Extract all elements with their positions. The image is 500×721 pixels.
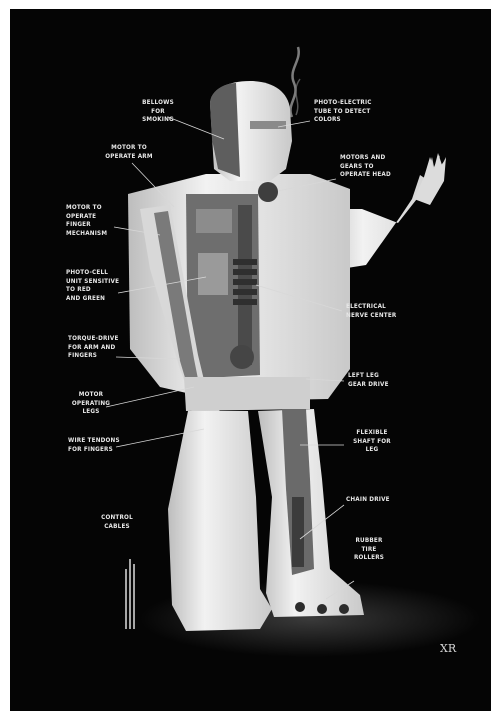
left-leg: [168, 411, 272, 631]
label-flexible-shaft: FLEXIBLE SHAFT FOR LEG: [346, 429, 398, 455]
label-motor-legs: MOTOR OPERATING LEGS: [66, 391, 116, 417]
label-left-leg: LEFT LEG GEAR DRIVE: [348, 372, 389, 389]
label-motors-head: MOTORS AND GEARS TO OPERATE HEAD: [340, 154, 391, 180]
label-bellows: BELLOWS FOR SMOKING: [128, 99, 188, 125]
label-photo-cell: PHOTO-CELL UNIT SENSITIVE TO RED AND GRE…: [66, 269, 119, 303]
label-motor-arm: MOTOR TO OPERATE ARM: [88, 144, 170, 161]
monogram: XR: [440, 642, 456, 655]
hip-block: [184, 377, 310, 411]
label-nerve-center: ELECTRICAL NERVE CENTER: [346, 303, 396, 320]
label-motor-finger: MOTOR TO OPERATE FINGER MECHANISM: [66, 204, 107, 238]
label-photo-tube: PHOTO-ELECTRIC TUBE TO DETECT COLORS: [314, 99, 372, 125]
label-chain-drive: CHAIN DRIVE: [346, 496, 390, 505]
illustration-panel: BELLOWS FOR SMOKING PHOTO-ELECTRIC TUBE …: [10, 9, 491, 711]
label-torque-drive: TORQUE-DRIVE FOR ARM AND FINGERS: [68, 335, 119, 361]
control-cables: [126, 559, 134, 629]
label-wire-tendons: WIRE TENDONS FOR FINGERS: [68, 437, 120, 454]
label-control-cables: CONTROL CABLES: [94, 514, 140, 531]
head-visor: [250, 121, 286, 129]
label-rubber-tire: RUBBER TIRE ROLLERS: [346, 537, 392, 563]
